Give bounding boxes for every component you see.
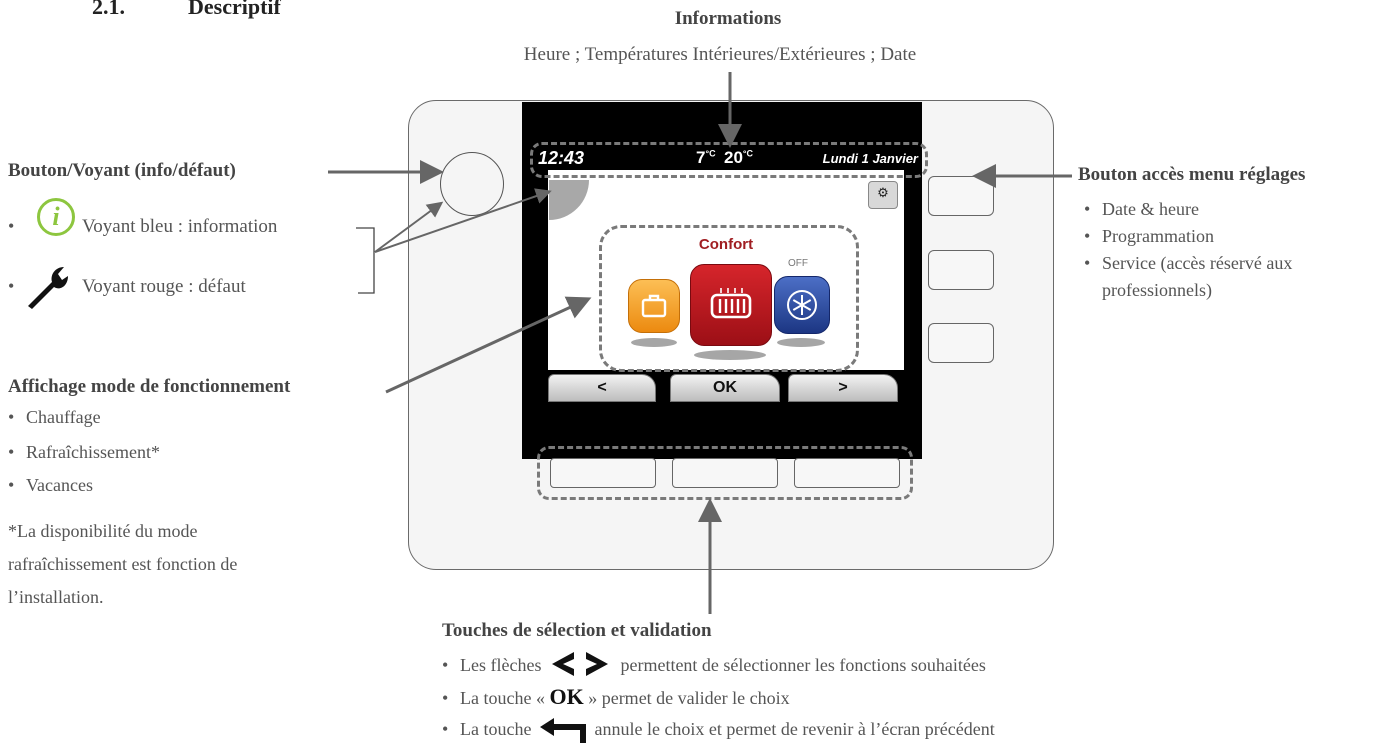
section-number: 2.1. [92, 0, 125, 19]
gear-icon[interactable]: ⚙ [868, 181, 898, 209]
back-arrow-icon [539, 718, 586, 743]
keys-line-ok: •La touche « OK » permet de valider le c… [442, 684, 790, 709]
mode-highlight [599, 225, 859, 372]
section-title: Descriptif [188, 0, 281, 19]
settings-item-date: •Date & heure [1084, 199, 1199, 219]
keys-highlight [537, 446, 913, 500]
bottom-button-center[interactable] [672, 458, 778, 488]
status-temp-int: 20°C [724, 148, 754, 167]
informations-subtitle: Heure ; Températures Intérieures/Extérie… [523, 44, 917, 65]
off-label: OFF [788, 258, 808, 269]
arrows-icon [551, 652, 608, 676]
status-date: Lundi 1 Janvier [822, 151, 918, 166]
settings-item-service-cont: professionnels) [1102, 280, 1212, 300]
led-item-info-label: Voyant bleu : information [82, 216, 278, 237]
informations-title: Informations [674, 8, 782, 29]
wrench-icon [28, 267, 68, 309]
mode-title: Confort [698, 236, 754, 253]
soft-key-ok[interactable]: OK [670, 374, 780, 402]
heating-mode-icon[interactable] [690, 264, 772, 346]
status-bar: 12:43 7°C 20°C Lundi 1 Janvier [530, 142, 928, 178]
holiday-mode-icon[interactable] [628, 279, 680, 333]
ok-glyph: OK [549, 684, 584, 709]
led-title: Bouton/Voyant (info/défaut) [8, 160, 236, 181]
cooling-mode-icon[interactable] [774, 276, 830, 334]
section-heading: 2.1. Descriptif [92, 0, 281, 20]
keys-title: Touches de sélection et validation [442, 620, 712, 641]
holiday-shadow [631, 338, 677, 347]
mode-item-cooling: •Rafraîchissement* [8, 442, 160, 462]
keys-line-arrows: •Les flèches permettent de sélectionner … [442, 650, 986, 680]
led-button[interactable] [440, 152, 504, 216]
led-item-info: • [8, 216, 15, 236]
settings-title: Bouton accès menu réglages [1078, 164, 1306, 185]
heating-shadow [694, 350, 766, 360]
status-time: 12:43 [538, 148, 585, 168]
mode-note: *La disponibilité du mode rafraîchisseme… [8, 521, 238, 607]
mode-item-holiday: •Vacances [8, 475, 93, 495]
settings-item-service: •Service (accès réservé aux [1084, 253, 1293, 273]
soft-key-left[interactable]: < [548, 374, 656, 402]
mode-item-heating: •Chauffage [8, 407, 101, 427]
info-icon: i [37, 198, 75, 236]
settings-list: •Date & heure •Programmation •Service (a… [1084, 196, 1292, 304]
mode-section-title: Affichage mode de fonctionnement [8, 376, 291, 397]
side-button-2[interactable] [928, 250, 994, 290]
bottom-button-right[interactable] [794, 458, 900, 488]
bottom-button-left[interactable] [550, 458, 656, 488]
keys-line-back: •La touche annule le choix et permet de … [442, 714, 995, 744]
soft-key-right[interactable]: > [788, 374, 898, 402]
settings-item-programming: •Programmation [1084, 226, 1214, 246]
led-item-fault: • [8, 276, 15, 296]
led-item-fault-label: Voyant rouge : défaut [82, 276, 246, 297]
side-button-3[interactable] [928, 323, 994, 363]
status-temp-ext: 7°C [696, 148, 716, 167]
cooling-shadow [777, 338, 825, 347]
